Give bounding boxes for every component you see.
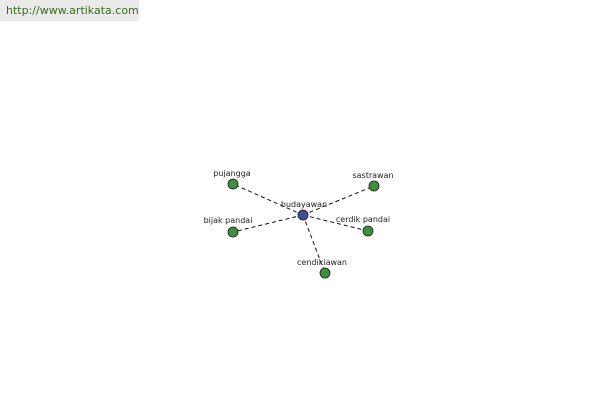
graph-edges	[232, 183, 375, 274]
graph-labels: pujangga sastrawan bijak pandai cerdik p…	[204, 169, 394, 267]
label-cerdik-pandai: cerdik pandai	[336, 215, 390, 224]
edge-cendikiawan	[302, 214, 326, 274]
node-cerdik-pandai[interactable]	[362, 225, 374, 237]
graph-leaf-nodes	[227, 178, 380, 279]
label-sastrawan: sastrawan	[352, 171, 393, 180]
site-url-link[interactable]: http://www.artikata.com	[6, 4, 139, 17]
site-url-bar: http://www.artikata.com	[0, 0, 139, 21]
label-budayawan: budayawan	[281, 200, 327, 209]
label-cendikiawan: cendikiawan	[297, 258, 347, 267]
edge-sastrawan	[302, 185, 375, 216]
node-bijak-pandai[interactable]	[227, 226, 239, 238]
label-pujangga: pujangga	[213, 169, 251, 178]
node-pujangga[interactable]	[227, 178, 239, 190]
node-budayawan[interactable]	[297, 209, 309, 221]
edge-pujangga	[232, 183, 304, 216]
edge-bijak-pandai	[232, 214, 304, 233]
label-bijak-pandai: bijak pandai	[204, 216, 253, 225]
node-sastrawan[interactable]	[368, 180, 380, 192]
node-cendikiawan[interactable]	[319, 267, 331, 279]
